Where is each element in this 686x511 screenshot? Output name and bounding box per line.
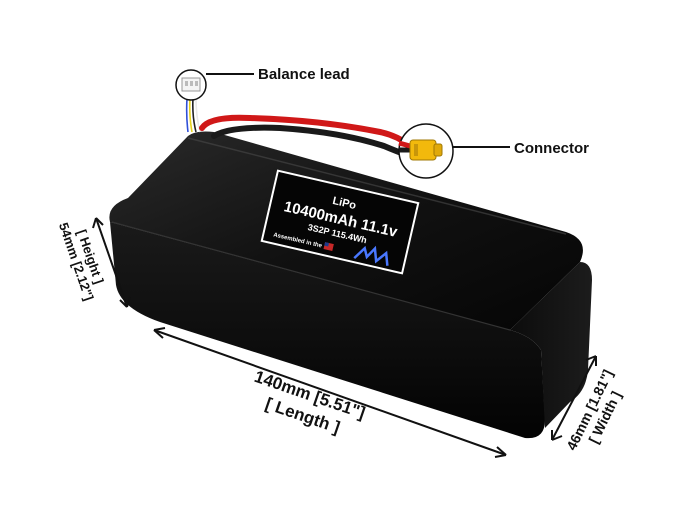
height-arrow <box>95 217 128 308</box>
connector-callout: Connector <box>398 123 589 179</box>
label-chemistry: LiPo <box>331 195 357 212</box>
battery-body <box>109 131 592 439</box>
length-arrow <box>153 329 507 456</box>
balance-lead-wires <box>185 97 201 133</box>
balance-lead-label: Balance lead <box>258 66 350 83</box>
battery-front-face <box>110 222 545 439</box>
connector-label: Connector <box>514 140 589 157</box>
brand-logo <box>353 245 389 266</box>
width-arrow <box>551 355 597 441</box>
battery-side-face <box>510 262 592 428</box>
balance-lead-callout: Balance lead <box>175 66 350 101</box>
flag-icon <box>323 242 334 252</box>
black-wire <box>211 124 413 159</box>
battery-label: LiPo 10400mAh 11.1v 3S2P 115.4Wh Assembl… <box>260 169 420 275</box>
main-power-wires <box>199 114 413 159</box>
xt-connector-icon <box>409 139 443 161</box>
red-wire <box>199 114 413 149</box>
